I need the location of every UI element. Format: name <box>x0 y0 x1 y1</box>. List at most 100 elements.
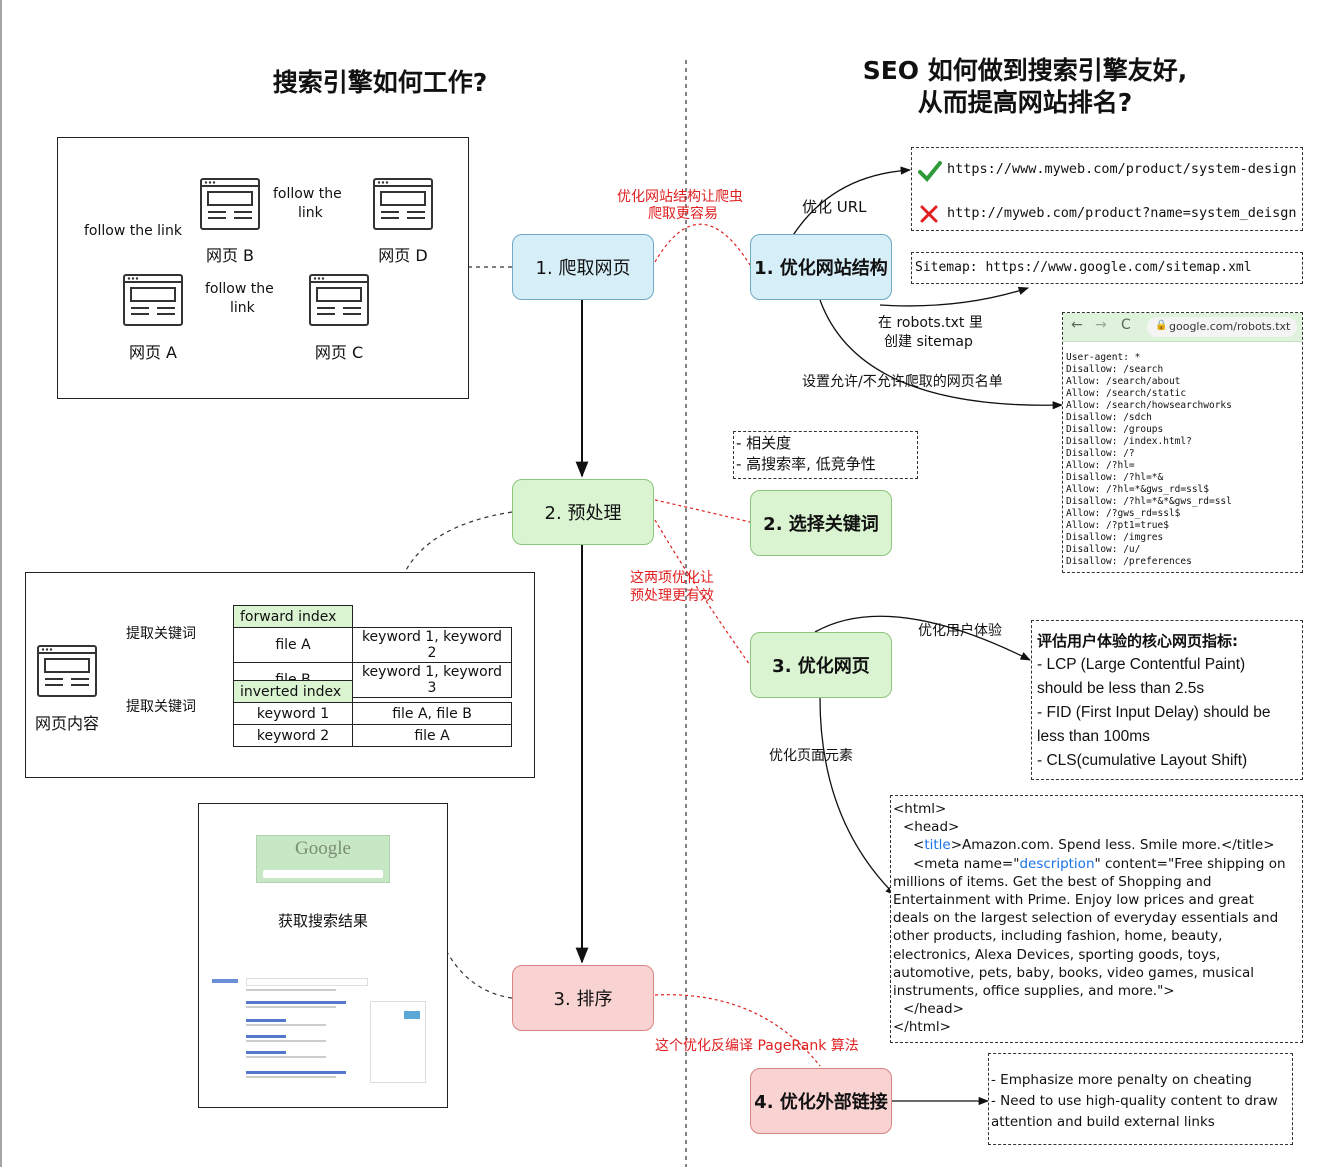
robots-line: Disallow: /preferences <box>1066 556 1192 567</box>
good-url: https://www.myweb.com/product/system-des… <box>947 161 1297 177</box>
webpage-a-icon <box>123 274 183 326</box>
robots-line: Disallow: /groups <box>1066 424 1164 435</box>
meta-content-line: automotive, pets, baby, books, video gam… <box>893 964 1255 981</box>
webpage-d-icon <box>373 178 433 230</box>
meta-content-line: deals on the largest selection of everyd… <box>893 910 1279 927</box>
robots-line: Allow: /search/howsearchworks <box>1066 400 1232 411</box>
back-icon[interactable]: ← <box>1071 317 1083 333</box>
ux-metrics-box: 评估用户体验的核心网页指标: - LCP (Large Contentful P… <box>1031 620 1303 780</box>
ux-metrics-title: 评估用户体验的核心网页指标: <box>1037 632 1238 650</box>
ux-metric-line: less than 100ms <box>1037 728 1150 745</box>
html-open-tag: <html> <box>893 801 947 817</box>
head-open-tag: <head> <box>903 819 960 836</box>
arrow-to-sitemap <box>879 286 1029 307</box>
title-rest: >Amazon.com. Spend less. Smile more.</ti… <box>950 837 1275 854</box>
address-text: google.com/robots.txt <box>1169 320 1291 333</box>
meta-content-line: other products, including fashion, home,… <box>893 928 1223 945</box>
sitemap-label-line2: 创建 sitemap <box>884 334 973 350</box>
optimize-url-label: 优化 URL <box>802 198 867 216</box>
check-icon <box>918 161 942 182</box>
address-bar[interactable]: 🔒 google.com/robots.txt <box>1147 317 1297 337</box>
right-title-line2: 从而提高网站排名? <box>917 88 1133 117</box>
meta-keyword: description <box>1019 855 1095 872</box>
search-input[interactable] <box>263 870 383 878</box>
webpage-b-label: 网页 B <box>205 246 255 265</box>
robots-line: Disallow: /sdch <box>1066 412 1152 423</box>
optimize-ux-label: 优化用户体验 <box>918 623 1002 639</box>
follow-link-a-b: follow the link <box>84 223 182 239</box>
robots-line: Disallow: /u/ <box>1066 544 1141 555</box>
note-pagerank: 这个优化反编译 PageRank 算法 <box>655 1038 859 1054</box>
inverted-files-cell: file A <box>352 724 512 747</box>
red-link-2 <box>654 499 751 523</box>
sitemap-box <box>911 252 1303 284</box>
connector-index-panel <box>404 511 513 573</box>
follow-link-a-c-2: link <box>230 300 255 316</box>
title-prefix: < <box>913 837 925 854</box>
inverted-keyword-cell: keyword 2 <box>233 724 353 747</box>
lock-icon: 🔒 <box>1155 320 1168 331</box>
arrow-to-ux <box>814 615 1031 661</box>
table-row: keyword 2 file A <box>233 724 512 747</box>
step-crawl: 1. 爬取网页 <box>512 234 654 300</box>
extract-keywords-2: 提取关键词 <box>126 699 196 715</box>
cross-icon <box>920 205 938 223</box>
robots-panel: ← → C 🔒 google.com/robots.txt User-agent… <box>1062 312 1303 573</box>
url-box <box>911 147 1303 231</box>
google-search-box: Google <box>256 835 390 883</box>
ux-metric-line: should be less than 2.5s <box>1037 680 1205 697</box>
head-close-tag: </head> <box>903 1001 964 1018</box>
inverted-keyword-cell: keyword 1 <box>233 702 353 725</box>
follow-link-a-c-1: follow the <box>205 281 274 297</box>
step-preprocess: 2. 预处理 <box>512 479 654 545</box>
table-row: keyword 1 file A, file B <box>233 702 512 725</box>
forward-icon[interactable]: → <box>1095 317 1107 333</box>
arrow-to-url <box>789 166 912 241</box>
left-title: 搜索引擎如何工作? <box>272 68 488 97</box>
google-logo: Google <box>295 838 351 859</box>
search-results-thumbnail <box>210 975 436 1087</box>
robots-line: Allow: /search/about <box>1066 376 1181 387</box>
robots-line: Allow: /?hl=*&gws_rd=ssl$ <box>1066 484 1209 495</box>
robots-line: Disallow: /index.html? <box>1066 436 1192 447</box>
webpage-d-label: 网页 D <box>378 246 428 265</box>
meta-content-line: Entertainment with Prime. Enjoy low pric… <box>893 892 1254 909</box>
step-rank: 3. 排序 <box>512 965 654 1031</box>
seo-optimize-structure: 1. 优化网站结构 <box>750 234 892 300</box>
robots-line: Allow: /?gws_rd=ssl$ <box>1066 508 1181 519</box>
meta-rest: " content="Free shipping on <box>1094 855 1286 872</box>
robots-line: Disallow: /? <box>1066 448 1135 459</box>
robots-line: Disallow: /?hl=*& <box>1066 472 1164 483</box>
keyword-criteria-box: - 相关度 - 高搜索率, 低竞争性 <box>733 431 918 479</box>
note-preprocess-line1: 这两项优化让 <box>630 570 714 586</box>
reload-icon[interactable]: C <box>1121 317 1131 333</box>
meta-prefix: <meta name=" <box>913 855 1020 872</box>
connector-search-panel <box>446 951 513 999</box>
browser-toolbar: ← → C 🔒 google.com/robots.txt <box>1063 313 1302 342</box>
inverted-index-header: inverted index <box>233 680 353 703</box>
table-row: file A keyword 1, keyword 2 <box>233 627 512 663</box>
seo-choose-keywords: 2. 选择关键词 <box>750 490 892 556</box>
robots-content: User-agent: * Disallow: /search Allow: /… <box>1063 342 1302 572</box>
red-link-1 <box>654 223 751 266</box>
webpage-content-label: 网页内容 <box>34 714 99 733</box>
follow-link-b-d-1: follow the <box>273 186 342 202</box>
robots-line: Allow: /?hl= <box>1066 460 1135 471</box>
seo-optimize-webpage: 3. 优化网页 <box>750 632 892 698</box>
ux-metric-line: - FID (First Input Delay) should be <box>1037 704 1271 721</box>
meta-line: <meta name="description" content="Free s… <box>893 855 1300 873</box>
note-structure-line2: 爬取更容易 <box>648 206 718 222</box>
forward-file-cell: file A <box>233 627 353 663</box>
arrow-to-elements <box>819 697 896 896</box>
red-link-3 <box>654 519 751 666</box>
robots-line: Disallow: /imgres <box>1066 532 1164 543</box>
inverted-files-cell: file A, file B <box>352 702 512 725</box>
forward-index-header: forward index <box>233 605 353 628</box>
forward-keywords-cell: keyword 1, keyword 2 <box>352 627 512 663</box>
forward-keywords-cell: keyword 1, keyword 3 <box>352 662 512 698</box>
links-line: attention and build external links <box>991 1114 1215 1130</box>
title-tag-name: title <box>924 837 951 854</box>
robots-line: User-agent: * <box>1066 352 1141 363</box>
get-results-label: 获取搜索结果 <box>278 912 369 930</box>
webpage-content-icon <box>37 645 97 697</box>
